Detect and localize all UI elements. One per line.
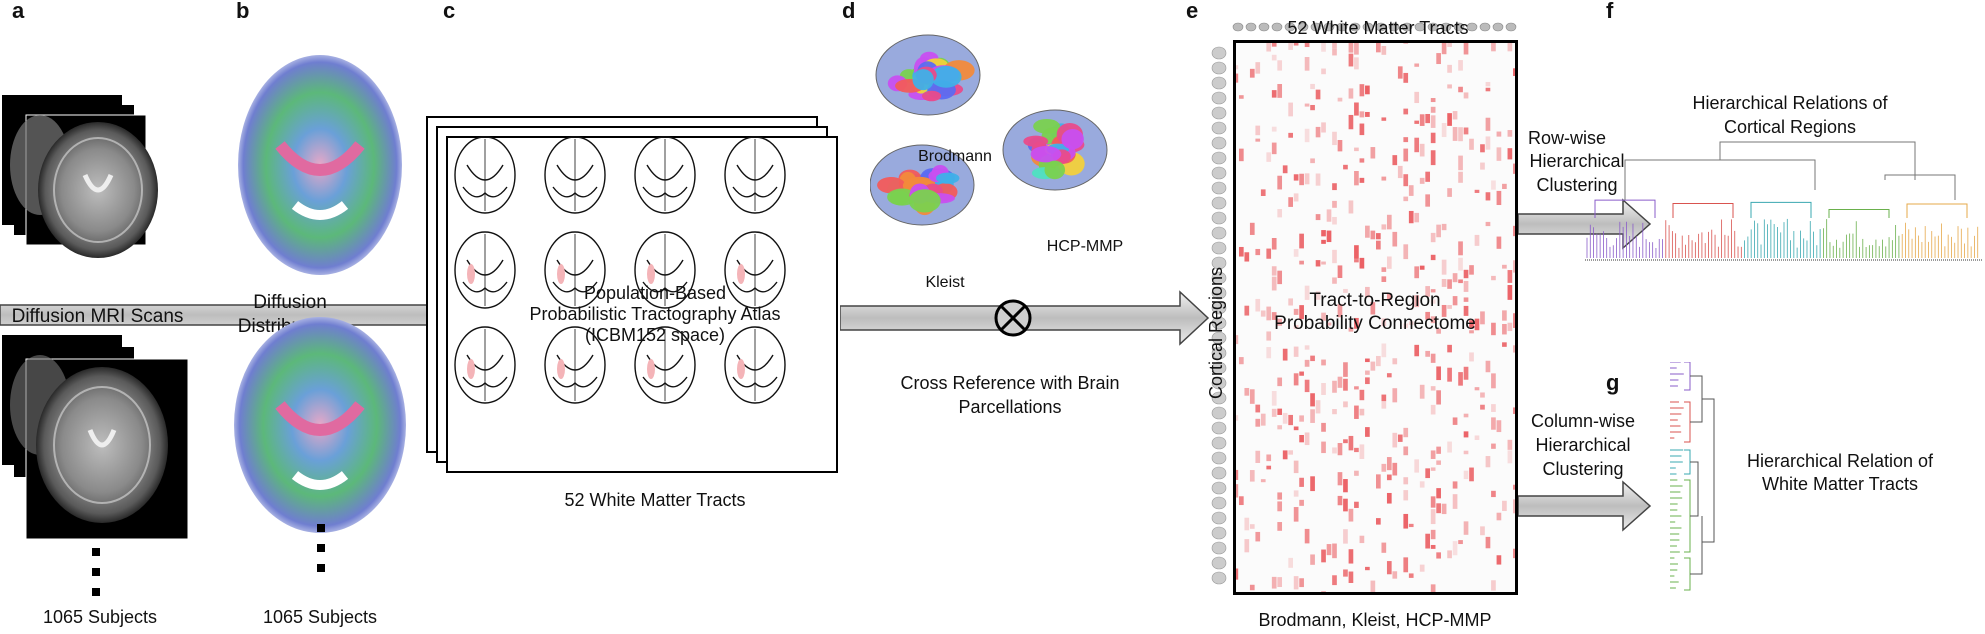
atlas-caption: 52 White Matter Tracts — [564, 490, 746, 510]
panel-label-c: c — [443, 0, 456, 23]
cross-reference-caption-2: Parcellations — [958, 397, 1062, 417]
panel-label-b: b — [236, 0, 250, 23]
cortical-dendrogram-title-2: Cortical Regions — [1723, 117, 1857, 137]
column-clustering-arrow — [1518, 480, 1652, 532]
atlas-title-1: Population-Based — [583, 283, 727, 303]
connectome-title-1: Tract-to-Region — [1309, 290, 1441, 311]
subjects-count-a: 1065 Subjects — [42, 607, 158, 627]
tract-thumbnails-row — [1232, 22, 1517, 32]
parcellation-brodmann: Brodmann — [918, 148, 992, 165]
tractography-atlas-stack — [426, 116, 838, 473]
column-clustering-label-3: Clustering — [1542, 459, 1624, 479]
matrix-top-label: 52 White Matter Tracts — [1287, 18, 1469, 38]
probability-connectome-matrix — [1233, 40, 1518, 595]
atlas-title-2: Probabilistic Tractography Atlas — [529, 304, 781, 324]
tract-dendrogram-title-2: White Matter Tracts — [1761, 474, 1919, 494]
row-clustering-label-2: Hierarchical — [1529, 151, 1625, 171]
column-clustering-label-1: Column-wise — [1530, 411, 1636, 431]
tract-dendrogram-title-1: Hierarchical Relation of — [1746, 451, 1934, 471]
diffusion-distributions-label-1: Diffusion — [253, 292, 327, 313]
cross-reference-operator-icon — [994, 299, 1032, 337]
cross-reference-caption-1: Cross Reference with Brain — [900, 373, 1120, 393]
white-matter-dendrogram — [1670, 362, 1715, 591]
panel-label-g: g — [1606, 370, 1620, 395]
panel-label-e: e — [1186, 0, 1199, 23]
region-thumbnails-column — [1211, 46, 1227, 585]
mri-scan-stack — [2, 95, 189, 540]
matrix-side-label: Cortical Regions — [1206, 266, 1226, 400]
matrix-bottom-label: Brodmann, Kleist, HCP-MMP — [1258, 610, 1492, 630]
connectome-title-2: Probability Connectome — [1274, 313, 1476, 334]
ellipsis-dots-b — [317, 524, 325, 572]
cortical-dendrogram-title-1: Hierarchical Relations of — [1692, 93, 1888, 113]
row-clustering-label-1: Row-wise — [1527, 128, 1606, 148]
diffusion-distribution-maps — [234, 55, 406, 533]
diffusion-mri-label: Diffusion MRI Scans — [11, 306, 184, 327]
column-clustering-label-2: Hierarchical — [1535, 435, 1631, 455]
parcellation-kleist: Kleist — [925, 274, 965, 291]
panel-label-d: d — [842, 0, 856, 23]
row-clustering-label-3: Clustering — [1536, 175, 1618, 195]
parcellation-brains — [870, 34, 1108, 226]
ellipsis-dots-a — [92, 548, 100, 596]
atlas-title-3: (ICBM152 space) — [584, 325, 726, 345]
cortical-regions-dendrogram — [1585, 141, 1983, 261]
panel-label-a: a — [12, 0, 25, 23]
parcellation-hcp-mmp: HCP-MMP — [1046, 238, 1124, 255]
row-clustering-arrow — [1518, 198, 1652, 250]
subjects-count-b: 1065 Subjects — [262, 607, 378, 627]
panel-label-f: f — [1606, 0, 1614, 23]
